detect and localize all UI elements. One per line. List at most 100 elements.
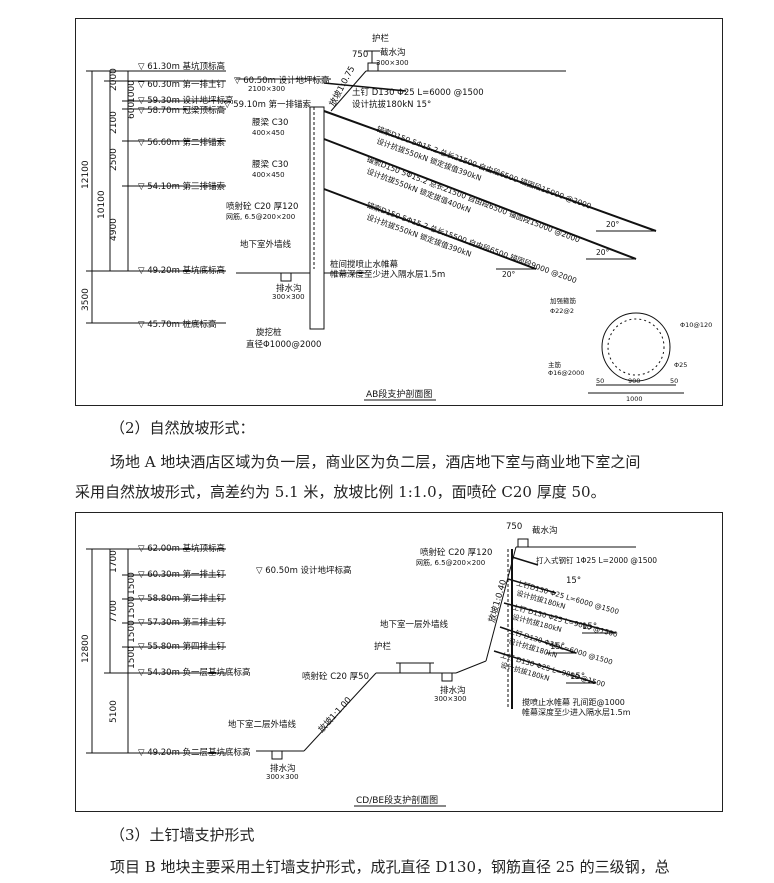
elev2-58-80: ▽ 58.80m 第二排土钉 bbox=[138, 593, 226, 604]
dim-50a: 50 bbox=[596, 377, 604, 385]
elev2-60-30: ▽ 60.30m 第一排土钉 bbox=[138, 569, 226, 580]
elev-59-10: ▽ 59.10m 第一排锚索 bbox=[224, 99, 311, 110]
dim-900: 900 bbox=[628, 377, 640, 385]
angle2-1: 15° bbox=[582, 622, 597, 632]
beam1-size: 400×450 bbox=[252, 129, 285, 137]
figure-cd-be-section: 1700 1500 1500 1500 1500 5100 7700 12800… bbox=[75, 512, 723, 812]
elev2-57-30: ▽ 57.30m 第三排土钉 bbox=[138, 617, 226, 628]
dim-12800: 12800 bbox=[81, 634, 91, 663]
elev-61-30: ▽ 61.30m 基坑顶标高 bbox=[138, 61, 225, 72]
dim-1500a: 1500 bbox=[127, 572, 137, 595]
anchor1-spec: 锚索D150 5Φ15.2 总长21500 自由段6500 锚固段15000 @… bbox=[375, 123, 593, 210]
dim-50b: 50 bbox=[670, 377, 678, 385]
figure1-caption: AB段支护剖面图 bbox=[366, 388, 432, 400]
dim-600: 600 bbox=[127, 102, 137, 119]
dim-1700: 1700 bbox=[109, 550, 119, 573]
beam2-size: 400×450 bbox=[252, 171, 285, 179]
ditch-size: 300×300 bbox=[376, 59, 409, 67]
drain-label: 排水沟 bbox=[276, 283, 302, 294]
elev-60-50: ▽ 60.50m 设计地坪标高 bbox=[234, 75, 330, 86]
nail-label: 土钉 D130 Φ25 L=6000 @1500 bbox=[352, 87, 484, 98]
dim-1000: 1000 bbox=[127, 80, 137, 103]
spiral-label: Φ10@120 bbox=[680, 321, 712, 329]
dim-3500: 3500 bbox=[81, 288, 91, 311]
ab-section-drawing: 2000 1000 600 2100 2500 4900 12100 10100… bbox=[81, 33, 712, 403]
elev-60-30: ▽ 60.30m 第一排土钉 bbox=[138, 79, 226, 90]
drain2a-size: 300×300 bbox=[434, 695, 467, 703]
wall2-label: 地下室二层外墙线 bbox=[228, 719, 297, 730]
elev-45-70: ▽ 45.70m 桩底标高 bbox=[138, 319, 217, 330]
dim-7700: 7700 bbox=[109, 600, 119, 623]
drain2b-label: 排水沟 bbox=[270, 763, 296, 774]
elev2-54-30: ▽ 54.30m 负一层基坑底标高 bbox=[138, 667, 251, 678]
curtain2-note2: 帷幕深度至少进入隔水层1.5m bbox=[522, 707, 631, 717]
elev-49-20: ▽ 49.20m 基坑底标高 bbox=[138, 265, 225, 276]
elev2-60-50: ▽ 60.50m 设计地坪标高 bbox=[256, 565, 352, 576]
dim-5100: 5100 bbox=[109, 700, 119, 723]
dim2-750: 750 bbox=[506, 522, 522, 532]
elev-58-70: ▽ 58.70m 冠梁顶标高 bbox=[138, 105, 225, 116]
dim-2500: 2500 bbox=[109, 148, 119, 171]
section-heading-natural-slope: （2）自然放坡形式： bbox=[110, 419, 255, 437]
paragraph-line-1: 场地 A 地块酒店区域为负一层，商业区为负二层，酒店地下室与商业地下室之间 bbox=[110, 453, 641, 471]
dim-2100: 2100 bbox=[109, 111, 119, 134]
pile-note2: 帷幕深度至少进入隔水层1.5m bbox=[330, 269, 445, 280]
elev2-55-80: ▽ 55.80m 第四排土钉 bbox=[138, 641, 226, 652]
basement-wall-label: 地下室外墙线 bbox=[240, 239, 292, 250]
elev-54-10: ▽ 54.10m 第三排锚索 bbox=[138, 181, 225, 192]
angle3: 20° bbox=[502, 270, 516, 279]
elev-56-60: ▽ 56.60m 第二排锚索 bbox=[138, 137, 225, 148]
pile-spec: 直径Φ1000@2000 bbox=[246, 339, 321, 350]
beam2-label: 腰梁 C30 bbox=[252, 160, 288, 170]
nail2-0: 打入式钢钉 1Φ25 L=2000 @1500 bbox=[536, 555, 657, 565]
rail2-label: 护栏 bbox=[374, 641, 392, 652]
angle2-3: 15° bbox=[570, 672, 585, 682]
stirrup-label: 加强箍筋 bbox=[550, 296, 577, 305]
ditch2-label: 截水沟 bbox=[532, 525, 558, 536]
stirrup-spec: Φ22@2 bbox=[550, 307, 574, 315]
dim-12100: 12100 bbox=[81, 160, 91, 189]
angle2-0: 15° bbox=[566, 576, 581, 586]
drain-size: 300×300 bbox=[272, 293, 305, 301]
angle1: 20° bbox=[606, 220, 620, 229]
dim-1000: 1000 bbox=[626, 395, 643, 403]
top-left-note: 2100×300 bbox=[248, 85, 285, 93]
elev2-49-20: ▽ 49.20m 负二层基坑底标高 bbox=[138, 747, 251, 758]
curtain2-note1: 搅喷止水帷幕 孔间距@1000 bbox=[522, 697, 625, 707]
elev-59-30: ▽ 59.30m 设计地坪标高 bbox=[138, 95, 234, 106]
slope2-left: 放坡1:1.00 bbox=[316, 695, 354, 735]
mesh2-label: 网筋, 6.5@200×200 bbox=[416, 558, 485, 567]
mesh-label: 网筋, 6.5@200×200 bbox=[226, 212, 295, 221]
drain2a-label: 排水沟 bbox=[440, 685, 466, 696]
main-bar-label: 主筋 bbox=[548, 360, 562, 369]
dim-10100: 10100 bbox=[97, 190, 107, 219]
paragraph-line-2: 采用自然放坡形式，高差约为 5.1 米，放坡比例 1:1.0，面喷砼 C20 厚… bbox=[75, 483, 606, 501]
dim-1500c: 1500 bbox=[127, 620, 137, 643]
dim-4900: 4900 bbox=[109, 218, 119, 241]
pile-note1: 桩间搅喷止水帷幕 bbox=[330, 259, 399, 270]
dim-2000: 2000 bbox=[109, 68, 119, 91]
bar2-label: Φ25 bbox=[674, 361, 687, 369]
angle2-2: 15° bbox=[550, 642, 565, 652]
figure2-caption: CD/BE段支护剖面图 bbox=[356, 794, 438, 806]
ditch-label: 截水沟 bbox=[380, 47, 406, 58]
dim-750: 750 bbox=[352, 50, 368, 60]
nail-label2: 设计抗拔180kN 15° bbox=[352, 99, 431, 110]
shotcrete-label: 喷射砼 C20 厚120 bbox=[226, 201, 298, 212]
section-heading-soil-nail: （3）土钉墙支护形式 bbox=[110, 826, 255, 844]
beam1-label: 腰梁 C30 bbox=[252, 118, 288, 128]
elev2-62-00: ▽ 62.00m 基坑顶标高 bbox=[138, 543, 225, 554]
cd-be-section-drawing: 1700 1500 1500 1500 1500 5100 7700 12800… bbox=[81, 522, 657, 807]
shotcrete2-label: 喷射砼 C20 厚120 bbox=[420, 547, 492, 558]
angle2: 20° bbox=[596, 248, 610, 257]
paragraph-soil-nail-line-1: 项目 B 地块主要采用土钉墙支护形式，成孔直径 D130，钢筋直径 25 的三级… bbox=[110, 858, 670, 876]
wall1-label: 地下室一层外墙线 bbox=[380, 619, 449, 630]
main-bar-spec: Φ16@2000 bbox=[548, 369, 584, 377]
figure-ab-section: 2000 1000 600 2100 2500 4900 12100 10100… bbox=[75, 18, 723, 406]
pile-label: 旋挖桩 bbox=[256, 327, 282, 338]
shotcrete2-left: 喷射砼 C20 厚50 bbox=[302, 671, 369, 682]
dim-1500d: 1500 bbox=[127, 646, 137, 669]
dim-1500b: 1500 bbox=[127, 596, 137, 619]
slope2-right: 放坡1:0.40 bbox=[486, 578, 509, 624]
rail-label: 护栏 bbox=[372, 33, 390, 44]
